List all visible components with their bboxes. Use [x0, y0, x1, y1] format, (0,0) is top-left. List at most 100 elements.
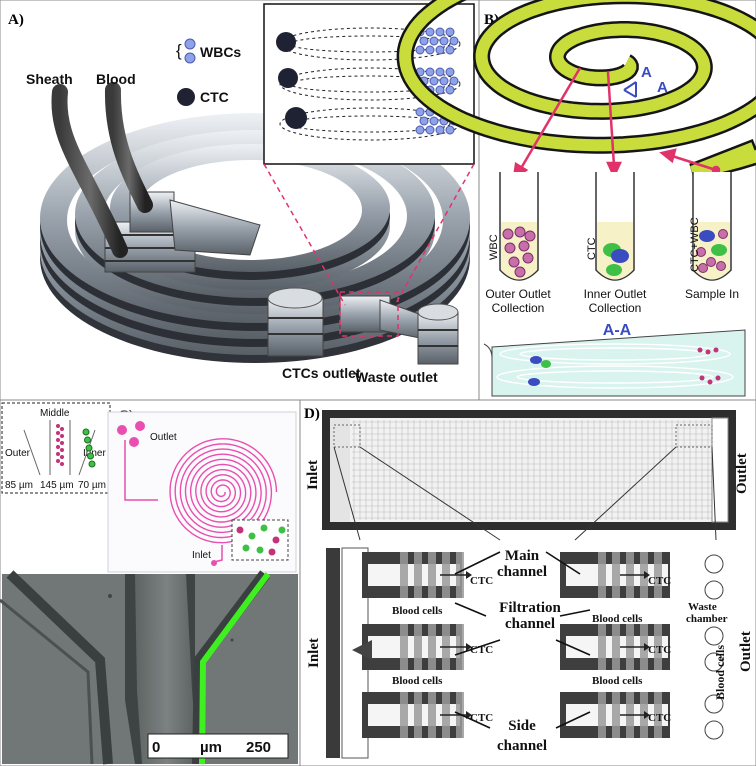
ctc-label-1: CTC [470, 575, 493, 587]
inset-wbc [445, 125, 455, 135]
arrow-head [466, 571, 472, 579]
arrow-head-right [644, 571, 650, 579]
ctc-icon [177, 88, 195, 106]
filter-post [428, 552, 436, 598]
tube2-tag: CTC [586, 237, 598, 260]
inlet-cell [278, 526, 286, 534]
middle-cell [56, 438, 60, 442]
inset-wbc [429, 116, 439, 126]
wbc-cell [518, 240, 530, 252]
wbc-icon-2 [184, 52, 196, 64]
tube1-caption-1: Outer Outlet [485, 287, 551, 301]
tube1-caption-2: Collection [492, 301, 545, 315]
ctc-label-4: CTC [648, 575, 671, 587]
inset-wbc [419, 116, 429, 126]
inset-wbc [445, 27, 455, 37]
inset-wbc [429, 76, 439, 86]
middle-cell [60, 434, 64, 438]
waste-outlet-label: Waste outlet [355, 369, 438, 385]
filter-post [414, 624, 422, 670]
middle-label: Middle [40, 408, 70, 419]
inset-wbc [435, 67, 445, 77]
inset-wbc [435, 45, 445, 55]
width-outer: 85 µm [5, 480, 33, 491]
inset-wbc [449, 76, 459, 86]
inset-wbc [425, 125, 435, 135]
inset-wbc [425, 27, 435, 37]
mix-green [711, 244, 727, 256]
main-channel-label-1: Main [505, 548, 540, 564]
mix-wbc [716, 261, 726, 271]
width-middle: 145 µm [40, 480, 74, 491]
inlet-cell [248, 532, 256, 540]
waste-chamber-label-1: Waste [688, 601, 717, 613]
inset-wbc [425, 45, 435, 55]
wbc-cell [524, 230, 536, 242]
blood-cells-label-2: Blood cells [392, 675, 443, 687]
inlet-top-label: Inlet [305, 460, 321, 490]
mix-wbc [718, 229, 728, 239]
legend-brace: { [176, 41, 182, 60]
fluorescent-stream [199, 572, 271, 765]
outlet-detail-inset: Middle Outer Inner 85 µm 145 µm 70 µm [1, 402, 121, 494]
wbc-cell [504, 242, 516, 254]
blood-cells-label-3: Blood cells [592, 613, 643, 625]
center-channel [135, 574, 198, 764]
filter-post-right [654, 692, 662, 738]
micrograph: 0 µm 250 [0, 570, 298, 765]
wbc-cell [522, 252, 534, 264]
zoom-region [339, 291, 399, 337]
sheath-tube [51, 84, 128, 258]
inset-wbc [435, 125, 445, 135]
wbc-cell [514, 266, 526, 278]
filter-post-right [612, 552, 620, 598]
left-branch [6, 570, 113, 765]
inset-ctc-3 [285, 107, 307, 129]
inlet-cell [242, 544, 250, 552]
spiral-device-3d [40, 113, 470, 365]
chip-inlet-label: Inlet [192, 550, 211, 561]
filter-post [400, 624, 408, 670]
inner-cell [87, 452, 94, 460]
middle-cell [56, 459, 60, 463]
inlet-cell [268, 548, 276, 556]
inner-cell [88, 460, 96, 468]
middle-cell [56, 452, 60, 456]
outlet-well [704, 720, 724, 740]
mix-blue [699, 230, 715, 242]
wbc-icon [184, 38, 196, 50]
leader-line [454, 639, 501, 656]
outlet-well [704, 580, 724, 600]
middle-cell [56, 431, 60, 435]
outlet-well [704, 694, 724, 714]
mix-wbc [696, 247, 706, 257]
inset-wbc [429, 36, 439, 46]
inlet-arm [169, 199, 261, 256]
inset-ctc-1 [276, 32, 296, 52]
scale-unit: µm [200, 739, 222, 756]
middle-cell [56, 445, 60, 449]
panel-a-label: A) [8, 12, 24, 28]
outer-label: Outer [5, 448, 31, 459]
scale-bar-box [147, 733, 289, 759]
inset-wbc [425, 67, 435, 77]
filtration-schematic [326, 547, 724, 759]
inlet-manifold [326, 548, 340, 758]
filter-post-right [598, 692, 606, 738]
sheath-label: Sheath [26, 71, 73, 87]
filter-post [414, 692, 422, 738]
blood-cells-label-1: Blood cells [392, 605, 443, 617]
inlet-cell [272, 536, 280, 544]
inlet-bottom-label: Inlet [306, 638, 322, 668]
filter-post [400, 552, 408, 598]
inset-wbc [419, 36, 429, 46]
inlet-cell [260, 524, 268, 532]
tube1-tag: WBC [488, 234, 500, 260]
inset-wbc [449, 36, 459, 46]
mix-wbc [698, 263, 708, 273]
collection-arrows [512, 67, 721, 181]
filter-post [414, 552, 422, 598]
middle-cell [60, 448, 64, 452]
filter-post-right [654, 624, 662, 670]
